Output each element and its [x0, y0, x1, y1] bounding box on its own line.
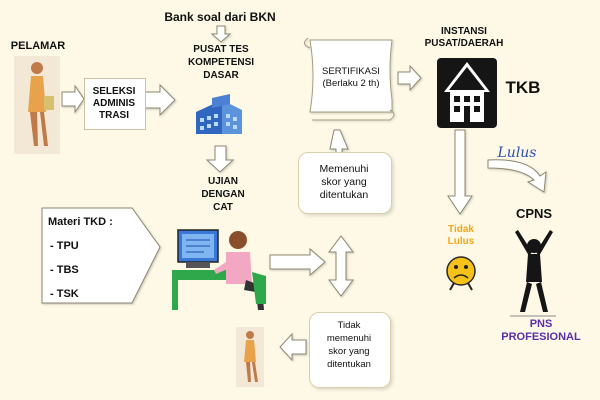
sertifikasi-label-1: SERTIFIKASI: [322, 66, 380, 77]
arrow-ujian-to-decision: [269, 247, 326, 277]
tidak-memenuhi-label-4: ditentukan: [327, 359, 371, 370]
sertifikasi-label-2: (Berlaku 2 th): [322, 78, 380, 89]
seleksi-label-2: ADMINIS: [92, 98, 136, 109]
arrow-tkb-to-cpns: [447, 129, 473, 215]
seleksi-box: [84, 78, 146, 130]
computer-user-figure: [172, 229, 266, 310]
ujian-label-1: UJIAN: [207, 176, 238, 187]
tidak-memenuhi-box: [309, 312, 391, 388]
arrow-lulus: [487, 159, 547, 193]
ujian-label-2: DENGAN: [201, 189, 245, 200]
applicant-figure-small: [236, 327, 264, 387]
arrow-decision-vertical: [328, 235, 354, 297]
cpns-label: CPNS: [515, 206, 553, 221]
celebrating-figure: [510, 230, 556, 317]
tidak-memenuhi-label-3: skor yang: [328, 346, 370, 357]
seleksi-label-1: SELEKSI: [92, 86, 136, 97]
scroll-icon: [304, 37, 395, 121]
memenuhi-label-2: skor yang: [321, 176, 367, 188]
arrow-bank-to-pusat: [210, 25, 232, 43]
building-icon: [196, 94, 242, 134]
tidak-lulus-label-2: Lulus: [447, 236, 475, 247]
arrow-sertifikasi-to-instansi: [397, 64, 422, 92]
materi-item-tbs: - TBS: [50, 264, 79, 276]
instansi-label-2: PUSAT/DAERAH: [424, 38, 504, 49]
arrow-seleksi-to-pusat: [144, 83, 176, 117]
materi-item-tpu: - TPU: [50, 240, 79, 252]
tkb-label: TKB: [505, 78, 541, 97]
memenuhi-box: [298, 152, 392, 214]
lulus-label: Lulus: [497, 145, 537, 161]
arrow-pusat-to-ujian: [205, 145, 235, 173]
pusat-tes-label-3: DASAR: [203, 70, 239, 81]
ujian-label-3: CAT: [213, 202, 233, 213]
house-icon: [437, 58, 497, 128]
seleksi-label-3: TRASI: [99, 110, 129, 121]
pns-label-2: PROFESIONAL: [501, 331, 581, 343]
pusat-tes-label-2: KOMPETENSI: [187, 57, 255, 68]
materi-arrow-shape: [41, 207, 161, 304]
memenuhi-label-3: ditentukan: [319, 189, 369, 201]
memenuhi-label-1: Memenuhi: [319, 163, 369, 175]
sad-face-icon: [446, 256, 476, 291]
arrow-pelamar-to-seleksi: [61, 84, 85, 114]
materi-title: Materi TKD :: [48, 216, 113, 228]
applicant-figure: [14, 56, 60, 154]
tidak-lulus-label-1: Tidak: [448, 224, 474, 235]
instansi-label-1: INSTANSI: [441, 26, 487, 37]
materi-item-tsk: - TSK: [50, 288, 79, 300]
bank-soal-label: Bank soal dari BKN: [164, 10, 276, 24]
tidak-memenuhi-label-1: Tidak: [337, 320, 361, 331]
arrow-tidak-memenuhi-to-pelamar: [279, 332, 307, 362]
pelamar-label: PELAMAR: [10, 40, 66, 52]
pusat-tes-label-1: PUSAT TES: [193, 44, 249, 55]
tidak-memenuhi-label-2: memenuhi: [326, 333, 372, 344]
pns-label-1: PNS: [529, 318, 553, 330]
